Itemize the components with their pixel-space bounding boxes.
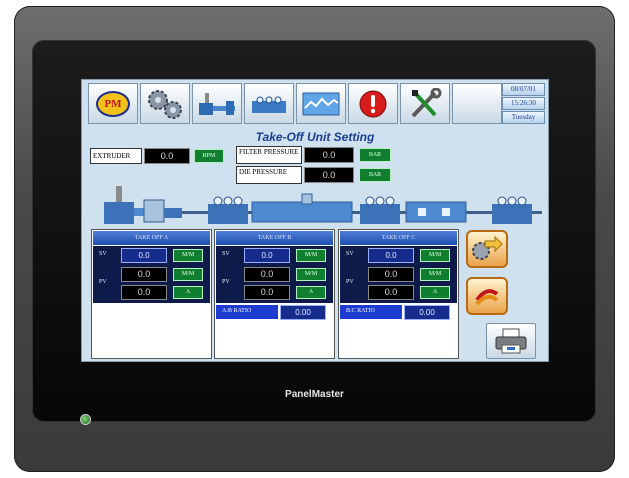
alarm-button[interactable] bbox=[348, 83, 398, 124]
hmi-screen: PM bbox=[81, 79, 549, 362]
take-off-b-pv-speed-unit: M/M bbox=[296, 268, 326, 281]
take-off-a-pv-speed: 0.0 bbox=[121, 267, 167, 282]
blank-toolbar-slot bbox=[452, 83, 502, 124]
die-pressure-unit: BAR bbox=[359, 168, 391, 182]
pv-label: PV bbox=[99, 279, 107, 285]
home-button[interactable]: PM bbox=[88, 83, 138, 124]
take-off-b-sv-value[interactable]: 0.0 bbox=[244, 248, 290, 263]
take-off-c-pv-speed: 0.0 bbox=[368, 267, 414, 282]
take-off-a-sv-unit: M/M bbox=[173, 249, 203, 262]
filter-pressure-unit: BAR bbox=[359, 148, 391, 162]
take-off-b-values: SV PV 0.0 M/M 0.0 M/M 0.0 A bbox=[216, 246, 333, 303]
printer-icon bbox=[495, 328, 527, 354]
extruder-label: EXTRUDER bbox=[90, 148, 142, 164]
trend-chart-icon bbox=[302, 92, 340, 115]
next-page-icon bbox=[472, 235, 503, 260]
settings-button[interactable] bbox=[140, 83, 190, 124]
puller-c-graphic bbox=[492, 196, 532, 224]
take-off-a-pv-current-unit: A bbox=[173, 286, 203, 299]
production-line-diagram bbox=[104, 186, 542, 224]
trend-button[interactable] bbox=[296, 83, 346, 124]
take-off-a-title: TAKE OFF A bbox=[93, 231, 210, 245]
take-off-c-pv-current-unit: A bbox=[420, 286, 450, 299]
extruder-page-button[interactable] bbox=[192, 83, 242, 124]
extruder-value: 0.0 bbox=[144, 148, 190, 164]
pv-label: PV bbox=[346, 279, 354, 285]
cutter-graphic bbox=[405, 201, 467, 223]
take-off-c-values: SV PV 0.0 M/M 0.0 M/M 0.0 A bbox=[340, 246, 457, 303]
power-led bbox=[80, 414, 91, 425]
take-off-c-title: TAKE OFF C bbox=[340, 231, 457, 245]
page-title: Take-Off Unit Setting bbox=[255, 130, 375, 144]
take-off-c-panel: TAKE OFF C SV PV 0.0 M/M 0.0 M/M 0.0 A B… bbox=[338, 229, 459, 359]
alarm-icon bbox=[359, 90, 387, 117]
pm-logo-icon: PM bbox=[96, 90, 130, 117]
filter-pressure-label: FILTER PRESSURE bbox=[236, 146, 302, 164]
take-off-b-title: TAKE OFF B bbox=[216, 231, 333, 245]
take-off-c-sv-unit: M/M bbox=[420, 249, 450, 262]
take-off-b-panel: TAKE OFF B SV PV 0.0 M/M 0.0 M/M 0.0 A A… bbox=[214, 229, 335, 359]
take-off-b-pv-current: 0.0 bbox=[244, 285, 290, 300]
toolbar: PM bbox=[88, 83, 545, 126]
ab-ratio-label: A:B RATIO bbox=[216, 305, 278, 319]
extruder-unit: RPM bbox=[194, 149, 224, 163]
tools-icon bbox=[411, 87, 442, 117]
bc-ratio-label: B:C RATIO bbox=[340, 305, 402, 319]
take-off-a-pv-current: 0.0 bbox=[121, 285, 167, 300]
maintenance-button[interactable] bbox=[400, 83, 450, 124]
previous-page-icon bbox=[475, 289, 499, 306]
puller-page-button[interactable] bbox=[244, 83, 294, 124]
previous-page-button[interactable] bbox=[466, 277, 508, 315]
die-pressure-value: 0.0 bbox=[304, 167, 354, 183]
take-off-a-panel: TAKE OFF A SV PV 0.0 M/M 0.0 M/M 0.0 A bbox=[91, 229, 212, 359]
take-off-c-sv-value[interactable]: 0.0 bbox=[368, 248, 414, 263]
filter-pressure-value: 0.0 bbox=[304, 147, 354, 163]
cooling-tank-graphic bbox=[251, 193, 353, 223]
take-off-b-pv-current-unit: A bbox=[296, 286, 326, 299]
ab-ratio-value[interactable]: 0.00 bbox=[280, 305, 326, 320]
gears-icon bbox=[148, 89, 182, 119]
take-off-a-pv-speed-unit: M/M bbox=[173, 268, 203, 281]
take-off-c-pv-current: 0.0 bbox=[368, 285, 414, 300]
next-page-button[interactable] bbox=[466, 230, 508, 268]
take-off-b-pv-speed: 0.0 bbox=[244, 267, 290, 282]
take-off-a-sv-value[interactable]: 0.0 bbox=[121, 248, 167, 263]
extruder-machine-graphic bbox=[104, 186, 182, 224]
puller-a-graphic bbox=[208, 196, 248, 224]
date-display: 08/07/01 bbox=[502, 83, 545, 96]
puller-b-graphic bbox=[360, 196, 400, 224]
take-off-b-sv-unit: M/M bbox=[296, 249, 326, 262]
datetime-display: 08/07/01 15:26:30 Tuesday bbox=[502, 83, 545, 125]
bc-ratio-value[interactable]: 0.00 bbox=[404, 305, 450, 320]
sv-label: SV bbox=[222, 251, 230, 257]
take-off-a-values: SV PV 0.0 M/M 0.0 M/M 0.0 A bbox=[93, 246, 210, 303]
sv-label: SV bbox=[346, 251, 354, 257]
brand-label: PanelMaster bbox=[285, 389, 344, 400]
print-button[interactable] bbox=[486, 323, 536, 359]
sv-label: SV bbox=[99, 251, 107, 257]
time-display: 15:26:30 bbox=[502, 97, 545, 110]
puller-machine-icon bbox=[252, 96, 286, 113]
extruder-machine-icon bbox=[199, 92, 235, 115]
day-display: Tuesday bbox=[502, 111, 545, 124]
take-off-c-pv-speed-unit: M/M bbox=[420, 268, 450, 281]
die-pressure-label: DIE PRESSURE bbox=[236, 166, 302, 184]
pv-label: PV bbox=[222, 279, 230, 285]
